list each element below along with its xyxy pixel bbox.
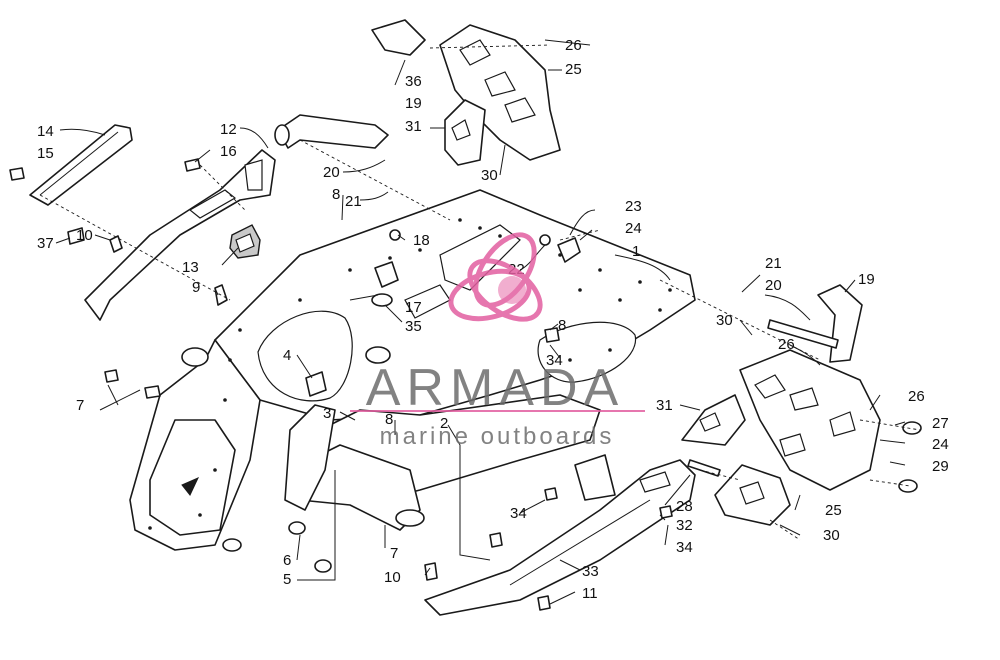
callout-21-right: 21 [765, 255, 782, 272]
assembly-lines [39, 44, 921, 541]
callout-13: 13 [182, 259, 199, 276]
lower-runner-part-33 [424, 454, 696, 616]
right-bumper-part-19 [817, 284, 863, 363]
callout-25-right: 25 [825, 502, 842, 519]
callout-20-top: 20 [323, 164, 340, 181]
watermark-rule [350, 410, 645, 412]
callout-25-top: 25 [565, 61, 582, 78]
callout-26-top: 26 [565, 37, 582, 54]
shock-mount-part-4 [305, 371, 327, 397]
callout-34-lower: 34 [510, 505, 527, 522]
upper-bracket-part-25 [439, 24, 561, 161]
callout-33: 33 [582, 563, 599, 580]
frame-rivets [148, 218, 672, 530]
callout-10-lower: 10 [384, 569, 401, 586]
watermark-brand: ARMADA [366, 359, 624, 417]
callout-14: 14 [37, 123, 54, 140]
right-bracket-part-30 [714, 464, 791, 526]
callout-numbers: 1 2 3 4 5 6 7 7 8 8 8 9 10 10 11 12 13 1… [37, 37, 949, 602]
mount-parts-17-18-35 [371, 229, 401, 307]
callout-19-right: 19 [858, 271, 875, 288]
callout-35: 35 [405, 318, 422, 335]
callout-8-center: 8 [385, 411, 393, 428]
callout-5: 5 [283, 571, 291, 588]
callout-36: 36 [405, 73, 422, 90]
callout-34-right: 34 [676, 539, 693, 556]
watermark-tagline: marine outboards [380, 423, 615, 450]
left-handle-bar-part-14 [29, 124, 133, 206]
callout-17: 17 [405, 299, 422, 316]
armada-watermark: ARMADA marine outboards [350, 232, 645, 450]
callout-26-mid: 26 [778, 336, 795, 353]
callout-29: 29 [932, 458, 949, 475]
clamp-part-13 [229, 224, 261, 259]
callout-11: 11 [582, 585, 598, 602]
callout-37: 37 [37, 235, 54, 252]
callout-leaders [55, 39, 906, 605]
callout-20-right: 20 [765, 277, 782, 294]
bumper-part-19 [274, 114, 389, 149]
callout-30-mid: 30 [716, 312, 733, 329]
callout-16: 16 [220, 143, 237, 160]
callout-7-lower: 7 [390, 545, 398, 562]
strap-part-36 [371, 19, 426, 56]
callout-6: 6 [283, 552, 291, 569]
callout-32: 32 [676, 517, 693, 534]
callout-10-left: 10 [76, 227, 93, 244]
callout-31-top: 31 [405, 118, 422, 135]
callout-7-left: 7 [76, 397, 84, 414]
callout-1: 1 [632, 243, 640, 260]
callout-24-right: 24 [932, 436, 949, 453]
right-bracket-part-31 [681, 394, 746, 446]
callout-18: 18 [413, 232, 430, 249]
callout-27: 27 [932, 415, 949, 432]
callout-3: 3 [323, 405, 331, 422]
callout-15: 15 [37, 145, 54, 162]
callout-34-center: 34 [546, 352, 563, 369]
callout-28: 28 [676, 498, 693, 515]
spacer-parts-5-6 [288, 521, 332, 573]
callout-4: 4 [283, 347, 291, 364]
callout-30-right: 30 [823, 527, 840, 544]
callout-30-top: 30 [481, 167, 498, 184]
callout-2: 2 [440, 415, 448, 432]
callout-24-top: 24 [625, 220, 642, 237]
watermark-logo-icon [448, 232, 543, 322]
callout-9: 9 [192, 279, 200, 296]
callout-8-top: 8 [332, 186, 340, 203]
lower-hardware [424, 327, 673, 611]
callout-21-top: 21 [345, 193, 362, 210]
callout-23: 23 [625, 198, 642, 215]
callout-26-right: 26 [908, 388, 925, 405]
right-rod-part-20 [767, 319, 839, 349]
upper-bracket-part-31 [444, 99, 486, 166]
callout-19-top: 19 [405, 95, 422, 112]
callout-31-right: 31 [656, 397, 673, 414]
callout-12: 12 [220, 121, 237, 138]
callout-8-right: 8 [558, 317, 566, 334]
right-bracket-part-25 [739, 349, 881, 491]
